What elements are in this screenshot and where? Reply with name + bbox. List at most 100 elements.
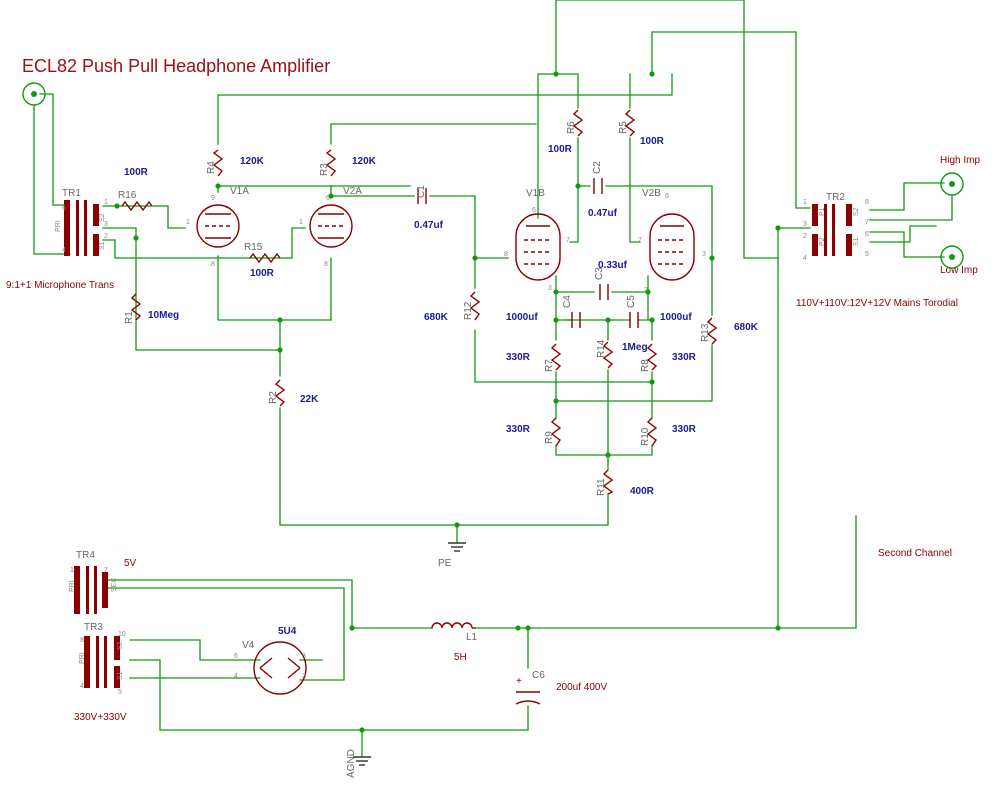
svg-text:4: 4 [234, 673, 238, 680]
svg-text:R4: R4 [206, 161, 217, 174]
svg-text:330R: 330R [506, 352, 531, 363]
svg-text:5: 5 [118, 689, 122, 696]
svg-text:V4: V4 [242, 640, 255, 651]
svg-text:AGND: AGND [346, 749, 357, 778]
resistor-r10: R10 330R [640, 417, 697, 447]
svg-text:R6: R6 [566, 121, 577, 134]
svg-text:8: 8 [324, 261, 328, 268]
svg-text:R15: R15 [244, 242, 263, 253]
resistor-r16: R16 100R [118, 167, 153, 212]
svg-text:7: 7 [104, 567, 108, 574]
svg-text:PRI: PRI [79, 652, 86, 664]
svg-text:8: 8 [865, 199, 869, 206]
svg-text:R3: R3 [319, 163, 330, 176]
svg-text:6: 6 [326, 195, 330, 202]
svg-text:4: 4 [80, 683, 84, 690]
resistor-r9: R9 330R [506, 417, 562, 447]
svg-text:P1: P1 [819, 207, 826, 216]
resistor-r2: R2 22K [268, 379, 319, 407]
svg-text:TR1: TR1 [62, 188, 81, 199]
resistor-r13: R13 680K [700, 317, 759, 345]
svg-text:1: 1 [186, 219, 190, 226]
resistor-r8: R8 330R [640, 343, 697, 372]
diagram-title: ECL82 Push Pull Headphone Amplifier [22, 56, 330, 76]
svg-text:4: 4 [62, 247, 66, 254]
svg-text:R11: R11 [596, 478, 607, 496]
svg-text:1: 1 [104, 199, 108, 206]
svg-text:22K: 22K [300, 394, 319, 405]
svg-text:3: 3 [803, 221, 807, 228]
svg-text:6: 6 [865, 231, 869, 238]
svg-text:8: 8 [504, 251, 508, 258]
svg-text:10: 10 [118, 631, 126, 638]
svg-text:R16: R16 [118, 190, 137, 201]
svg-text:6: 6 [665, 193, 669, 200]
svg-text:S1: S1 [853, 237, 860, 246]
capacitor-c2: C2 0.47uf [588, 161, 618, 219]
capacitor-c3: C3 0.33uf [594, 260, 628, 300]
svg-text:1000uf: 1000uf [506, 312, 538, 323]
tube-v4-rectifier: V4 5U4 6 4 8 2 [234, 626, 307, 695]
svg-text:C2: C2 [592, 161, 603, 174]
svg-text:4: 4 [803, 255, 807, 262]
svg-text:1: 1 [299, 219, 303, 226]
resistor-r12: R12 680K [424, 291, 481, 323]
svg-text:2: 2 [104, 233, 108, 240]
svg-text:V1B: V1B [526, 188, 545, 199]
svg-text:S2: S2 [853, 207, 860, 216]
svg-text:SEC: SEC [111, 578, 118, 592]
svg-text:P2: P2 [819, 237, 826, 246]
resistor-r4: R4 120K [206, 149, 265, 177]
svg-text:7: 7 [638, 237, 642, 244]
svg-text:6: 6 [62, 205, 66, 212]
svg-text:V2A: V2A [343, 186, 362, 197]
high-imp-label: High Imp [940, 155, 980, 166]
svg-text:1: 1 [803, 199, 807, 206]
high-imp-jack [940, 172, 964, 196]
svg-text:120K: 120K [352, 156, 377, 167]
svg-text:S1: S1 [117, 671, 124, 680]
svg-text:200uf 400V: 200uf 400V [556, 682, 607, 693]
svg-text:C1: C1 [416, 185, 427, 198]
tr1-note: 9:1+1 Microphone Trans [6, 280, 114, 291]
svg-text:5U4: 5U4 [278, 626, 297, 637]
tube-v1a: V1A 9 1 8 [186, 186, 249, 268]
svg-text:8: 8 [80, 637, 84, 644]
svg-text:S2: S2 [99, 213, 106, 222]
svg-text:6: 6 [532, 207, 536, 214]
input-jack [22, 82, 46, 106]
resistor-r5: R5 100R [618, 109, 665, 147]
capacitor-c5: C5 1000uf [626, 295, 692, 328]
tr3-transformer: TR3 PRI S2 S1 8 10 4 5 [79, 622, 126, 696]
svg-text:7: 7 [865, 219, 869, 226]
svg-text:0.47uf: 0.47uf [588, 208, 618, 219]
low-imp-label: Low Imp [940, 265, 978, 276]
svg-text:2: 2 [644, 287, 648, 294]
svg-text:TR3: TR3 [84, 622, 103, 633]
second-channel-label: Second Channel [878, 548, 952, 559]
ground-pe: PE [438, 542, 466, 569]
svg-text:2: 2 [302, 673, 306, 680]
svg-text:R9: R9 [544, 431, 555, 444]
svg-text:0.33uf: 0.33uf [598, 260, 628, 271]
svg-text:3: 3 [104, 221, 108, 228]
resistor-r1: R1 10Meg [124, 293, 179, 324]
svg-text:C5: C5 [626, 295, 637, 308]
junctions [114, 71, 781, 733]
svg-text:R2: R2 [268, 391, 279, 404]
resistor-r14: R14 1Meg [596, 339, 648, 369]
svg-text:7: 7 [566, 237, 570, 244]
svg-text:400R: 400R [630, 486, 655, 497]
capacitor-c4: C4 1000uf [506, 295, 581, 328]
tr3-note: 330V+330V [74, 712, 127, 723]
svg-text:1: 1 [70, 567, 74, 574]
svg-text:3: 3 [548, 285, 552, 292]
svg-text:L1: L1 [466, 632, 478, 643]
svg-text:R8: R8 [640, 359, 651, 372]
svg-text:C3: C3 [594, 267, 605, 280]
svg-text:9: 9 [211, 195, 215, 202]
svg-text:330R: 330R [672, 424, 697, 435]
svg-text:S2: S2 [117, 641, 124, 650]
svg-text:330R: 330R [672, 352, 697, 363]
ground-agnd: AGND [346, 749, 371, 778]
